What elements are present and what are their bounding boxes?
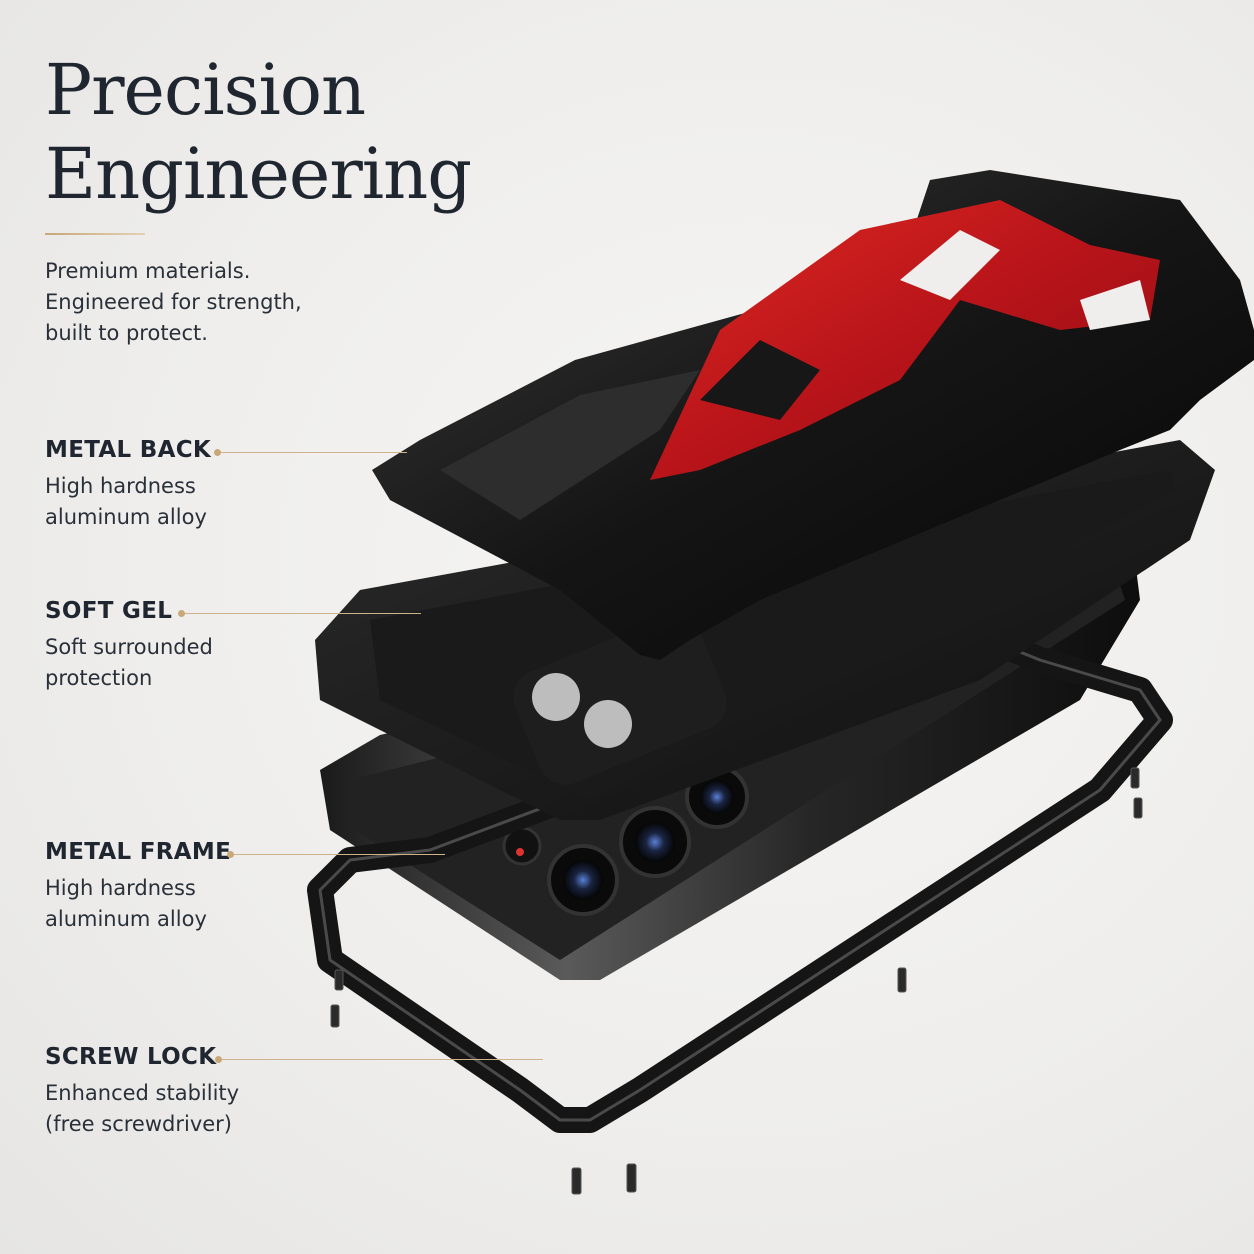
feature-title: SOFT GEL	[45, 598, 173, 624]
screw-icons	[330, 767, 1143, 1195]
leader-dot	[214, 449, 221, 456]
feature-desc-line-1: High hardness	[45, 876, 196, 900]
soft-gel-layer	[315, 440, 1215, 820]
feature-desc-line-1: High hardness	[45, 474, 196, 498]
intro-line-3: built to protect.	[45, 321, 208, 345]
leader-line-metal-frame	[227, 851, 445, 858]
feature-screw-lock: SCREW LOCK Enhanced stability (free scre…	[45, 1044, 239, 1140]
page-title: Precision Engineering	[45, 48, 472, 216]
title-line-1: Precision	[45, 49, 366, 131]
feature-description: High hardness aluminum alloy	[45, 873, 231, 935]
feature-title: METAL FRAME	[45, 839, 232, 865]
feature-description: High hardness aluminum alloy	[45, 471, 211, 533]
intro-line-2: Engineered for strength,	[45, 290, 302, 314]
feature-soft-gel: SOFT GEL Soft surrounded protection	[45, 598, 213, 694]
metal-frame	[307, 627, 1173, 1133]
feature-desc-line-1: Soft surrounded	[45, 635, 213, 659]
feature-desc-line-2: protection	[45, 666, 153, 690]
leader-line-soft-gel	[178, 610, 421, 617]
feature-metal-frame: METAL FRAME High hardness aluminum alloy	[45, 839, 231, 935]
intro-line-1: Premium materials.	[45, 259, 251, 283]
leader-dot	[227, 851, 234, 858]
feature-description: Enhanced stability (free screwdriver)	[45, 1078, 239, 1140]
feature-desc-line-2: (free screwdriver)	[45, 1112, 233, 1136]
gold-divider	[45, 233, 145, 235]
feature-title: SCREW LOCK	[45, 1044, 217, 1070]
leader-line-metal-back	[214, 449, 407, 456]
leader-dot	[178, 610, 185, 617]
intro-text: Premium materials. Engineered for streng…	[45, 256, 302, 349]
feature-metal-back: METAL BACK High hardness aluminum alloy	[45, 437, 211, 533]
leader-line-screw-lock	[215, 1056, 543, 1063]
feature-desc-line-1: Enhanced stability	[45, 1081, 240, 1105]
feature-description: Soft surrounded protection	[45, 632, 213, 694]
feature-title: METAL BACK	[45, 437, 211, 463]
feature-desc-line-2: aluminum alloy	[45, 505, 207, 529]
metal-back	[372, 170, 1254, 660]
leader-dot	[215, 1056, 222, 1063]
feature-desc-line-2: aluminum alloy	[45, 907, 207, 931]
title-line-2: Engineering	[45, 133, 472, 215]
